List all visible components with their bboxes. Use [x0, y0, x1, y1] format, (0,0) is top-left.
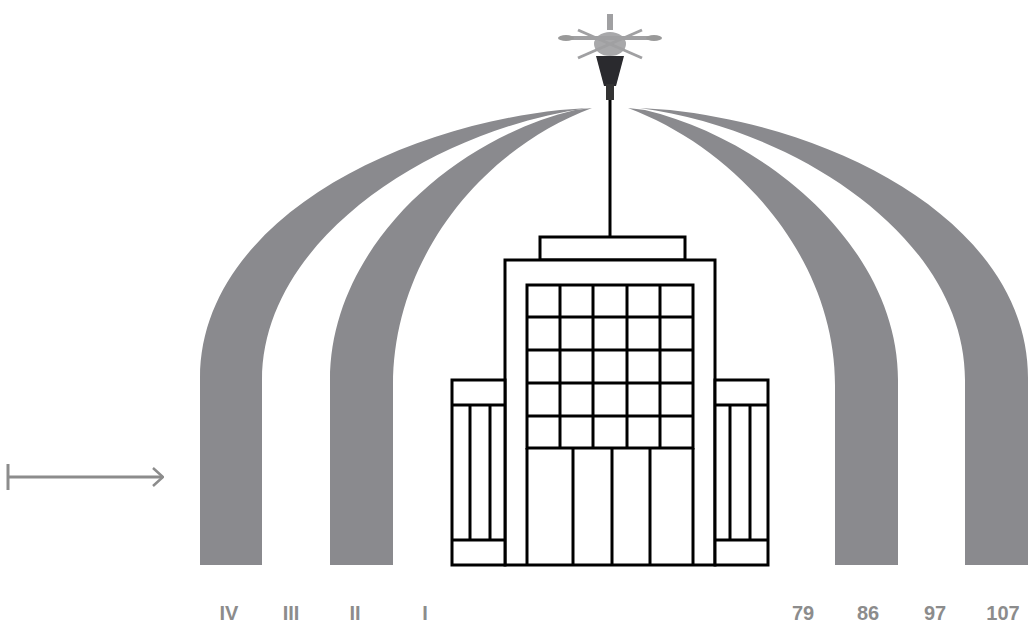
direction-arrow: [8, 464, 163, 490]
drone: [558, 14, 662, 100]
band-label: II: [349, 603, 360, 623]
signal-bands: [200, 108, 1028, 565]
antenna-mast: [609, 98, 612, 237]
band-label: 97: [924, 603, 946, 623]
building: [452, 237, 768, 565]
band-label: III: [283, 603, 300, 623]
band-label: IV: [220, 603, 239, 623]
band-label: 86: [857, 603, 879, 623]
band-label: 79: [792, 603, 814, 623]
band-label: I: [422, 603, 428, 623]
band-label: 107: [986, 603, 1019, 623]
